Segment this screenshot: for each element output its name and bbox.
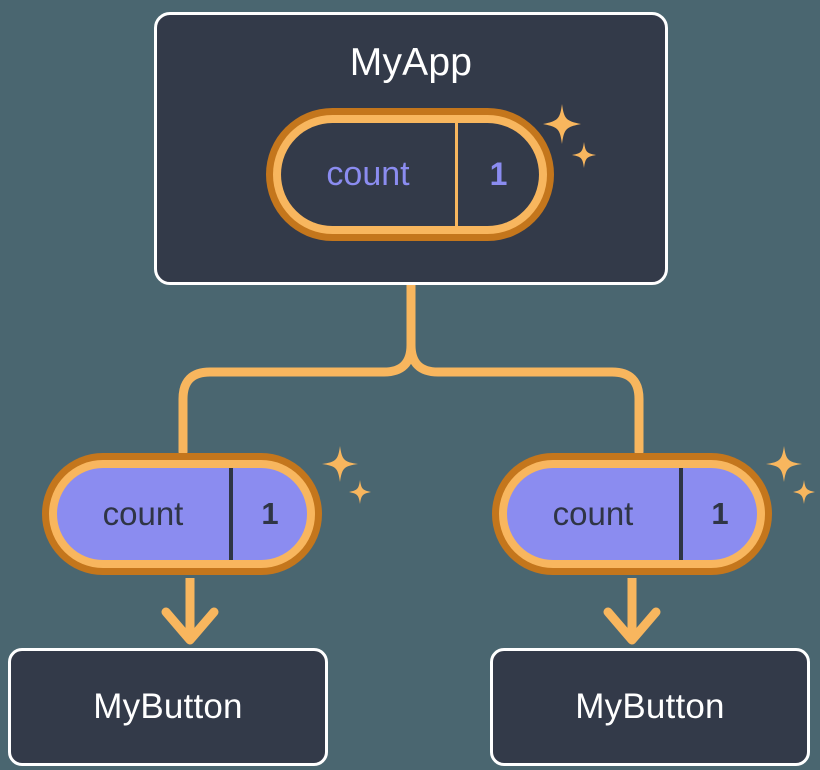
arrow-right-head — [603, 607, 661, 645]
sparkle-group-left — [322, 446, 371, 504]
component-card-mybutton-right[interactable]: MyButton — [490, 648, 810, 766]
signal-pill-ring-inner: count 1 — [49, 460, 315, 568]
signal-name-root: count — [326, 155, 410, 193]
component-card-mybutton-left[interactable]: MyButton — [8, 648, 328, 766]
signal-pill-body: count 1 — [57, 468, 307, 560]
signal-pill-left[interactable]: count 1 — [42, 453, 322, 575]
signal-pill-root[interactable]: count 1 — [266, 108, 554, 241]
sparkle-icon-large — [322, 446, 358, 482]
signal-pill-right[interactable]: count 1 — [492, 453, 772, 575]
signal-pill-body: count 1 — [507, 468, 757, 560]
signal-pill-ring-inner: count 1 — [499, 460, 765, 568]
component-label-mybutton-right: MyButton — [575, 687, 725, 726]
sparkle-icon-small — [793, 480, 815, 504]
connector-root-to-left — [178, 280, 416, 457]
sparkle-icon-large — [766, 446, 802, 482]
signal-name-right: count — [552, 495, 634, 532]
component-label-myapp: MyApp — [349, 41, 473, 84]
signal-value-right: 1 — [679, 468, 757, 560]
signal-value-left: 1 — [229, 468, 307, 560]
signal-pill-ring-inner: count 1 — [273, 115, 547, 234]
sparkle-icon-small — [349, 480, 371, 504]
signal-name-left: count — [102, 495, 184, 532]
arrow-left-head — [161, 607, 219, 645]
signal-pill-body: count 1 — [281, 123, 539, 226]
component-label-mybutton-left: MyButton — [93, 687, 243, 726]
connector-root-to-right — [406, 280, 644, 457]
signal-value-root: 1 — [455, 123, 539, 226]
